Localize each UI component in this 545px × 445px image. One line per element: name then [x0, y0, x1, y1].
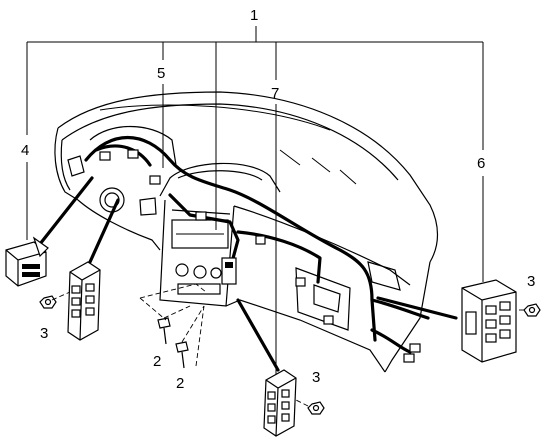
callout-3-bottom: 3	[312, 369, 320, 386]
callout-3-left: 3	[40, 325, 48, 342]
fuse-panel-part-7	[236, 298, 297, 437]
wiring-harness	[84, 136, 430, 363]
fasteners	[39, 283, 541, 415]
connector-block-part-4	[5, 176, 94, 287]
fuse-panel-part-5	[67, 198, 120, 341]
callout-2-upper: 2	[153, 353, 161, 370]
callout-6: 6	[477, 155, 485, 172]
junction-box-part-6	[376, 279, 517, 363]
dashboard-panel	[54, 91, 439, 373]
callout-labels: 1 5 7 4 6 3 3 3 2 2	[21, 7, 535, 392]
callout-5: 5	[157, 65, 165, 82]
callout-2-lower: 2	[176, 375, 184, 392]
callout-4: 4	[21, 142, 29, 159]
callout-1: 1	[250, 7, 258, 24]
callout-3-right: 3	[527, 273, 535, 290]
callout-7: 7	[271, 85, 279, 102]
